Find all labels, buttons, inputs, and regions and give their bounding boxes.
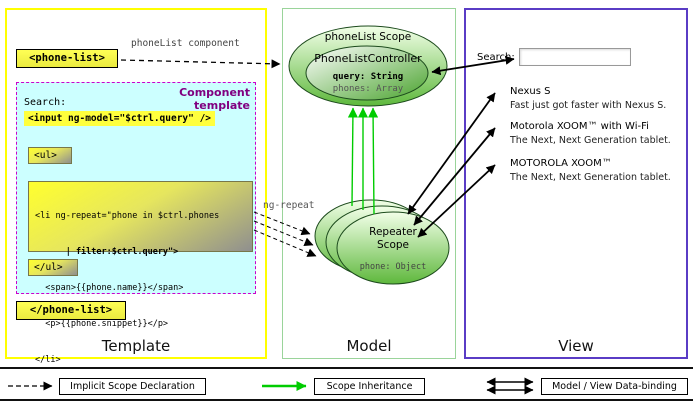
repeater-scope-label: Repeater Scope (369, 226, 417, 251)
phone-item-name: Motorola XOOM™ with Wi-Fi (510, 121, 649, 132)
ul-open-tag-box: <ul> (28, 147, 72, 164)
template-search-label: Search: (24, 97, 67, 108)
phonelist-component-arrow-label: phoneList component (131, 38, 240, 49)
phone-list-open-tag: <phone-list> (16, 49, 118, 68)
phone-item-name: MOTOROLA XOOM™ (510, 158, 612, 169)
phone-item-snippet: Fast just got faster with Nexus S. (510, 100, 667, 111)
legend-implicit-label: Implicit Scope Declaration (59, 378, 206, 395)
legend-binding-label: Model / View Data-binding (541, 378, 688, 395)
phone-item-name: Nexus S (510, 86, 551, 97)
data-binding-arrow-icon (486, 377, 534, 395)
code-line-4: <p>{{phone.snippet}}</p> (35, 319, 169, 329)
view-search-label: Search: (477, 52, 515, 63)
view-search-input[interactable] (519, 48, 631, 66)
phone-item-snippet: The Next, Next Generation tablet. (510, 135, 671, 146)
code-line-3: <span>{{phone.name}}</span> (35, 283, 184, 293)
model-caption: Model (346, 337, 392, 355)
controller-label: PhoneListController (314, 52, 422, 65)
query-property: query: String (332, 72, 404, 82)
legend-inheritance-label: Scope Inheritance (314, 378, 425, 395)
phone-list-close-tag: </phone-list> (16, 301, 126, 320)
legend-divider-bottom (0, 399, 693, 401)
ng-repeat-label: ng-repeat (263, 200, 315, 211)
phone-item-snippet: The Next, Next Generation tablet. (510, 172, 671, 183)
phone-property: phone: Object (359, 262, 427, 272)
phones-property: phones: Array (332, 84, 404, 94)
legend-divider-top (0, 367, 693, 369)
code-line-5: </li> (35, 355, 61, 365)
li-code-block: <li ng-repeat="phone in $ctrl.phones | f… (28, 181, 253, 365)
view-caption: View (558, 337, 594, 355)
phonelist-scope-label: phoneList Scope (324, 31, 412, 43)
template-caption: Template (101, 337, 171, 355)
template-input-code: <input ng-model="$ctrl.query" /> (24, 111, 216, 126)
code-line-1: <li ng-repeat="phone in $ctrl.phones (35, 211, 220, 221)
component-template-title: Component template (179, 86, 250, 112)
code-line-2: | filter:$ctrl.query"> (35, 247, 179, 257)
ul-close-tag-box: </ul> (28, 259, 78, 276)
